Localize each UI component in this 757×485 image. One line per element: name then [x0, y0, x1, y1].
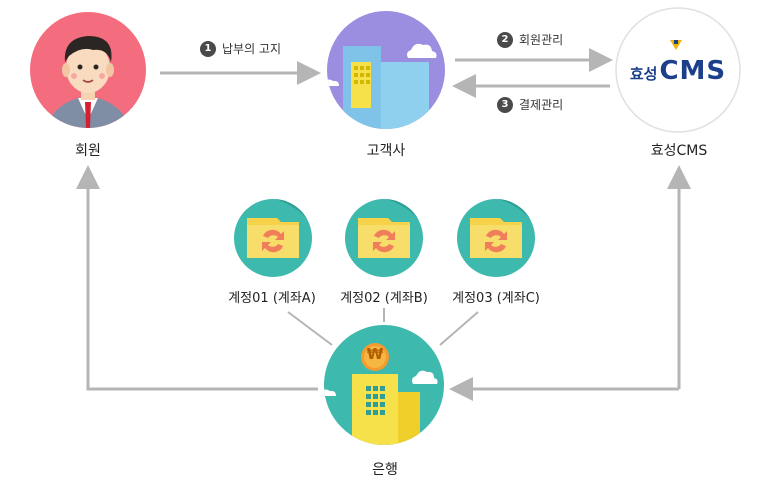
step-number-3: 3 [497, 96, 513, 113]
step-label-3: 결제관리 [519, 98, 564, 112]
account-link-c [439, 311, 479, 346]
account-c-label: 계정03 (계좌C) [452, 291, 540, 306]
account-link-a [287, 311, 333, 346]
bank-building-icon [324, 343, 438, 445]
step-number-1: 1 [200, 40, 216, 57]
client-node [327, 11, 445, 129]
step-label-1: 납부의 고지 [222, 42, 282, 56]
cms-label: 효성CMS [650, 143, 708, 159]
account-b-icon [345, 199, 423, 277]
bank-node [324, 325, 444, 445]
client-label: 고객사 [366, 143, 406, 159]
member-node [30, 12, 146, 128]
cms-logo-korean: 효성 [629, 65, 658, 83]
cms-node [615, 7, 741, 133]
step-3: 3 결제관리 [497, 96, 563, 113]
account-c-icon [457, 199, 535, 277]
cms-gold-mark-icon [670, 40, 683, 50]
step-label-2: 회원관리 [519, 33, 564, 47]
won-symbol: ₩ [366, 345, 384, 363]
arrow-bank-to-member [76, 165, 318, 391]
account-b-label: 계정02 (계좌B) [340, 291, 428, 306]
member-label: 회원 [75, 143, 101, 159]
cms-logo: 효성 CMS [618, 40, 738, 86]
step-1: 1 납부의 고지 [200, 40, 281, 57]
cms-logo-latin: CMS [659, 56, 727, 86]
bank-label: 은행 [372, 462, 398, 478]
step-2: 2 회원관리 [497, 31, 563, 48]
account-a-label: 계정01 (계좌A) [228, 291, 316, 306]
account-a-icon [234, 199, 312, 277]
person-icon [43, 36, 133, 128]
step-number-2: 2 [497, 31, 513, 48]
